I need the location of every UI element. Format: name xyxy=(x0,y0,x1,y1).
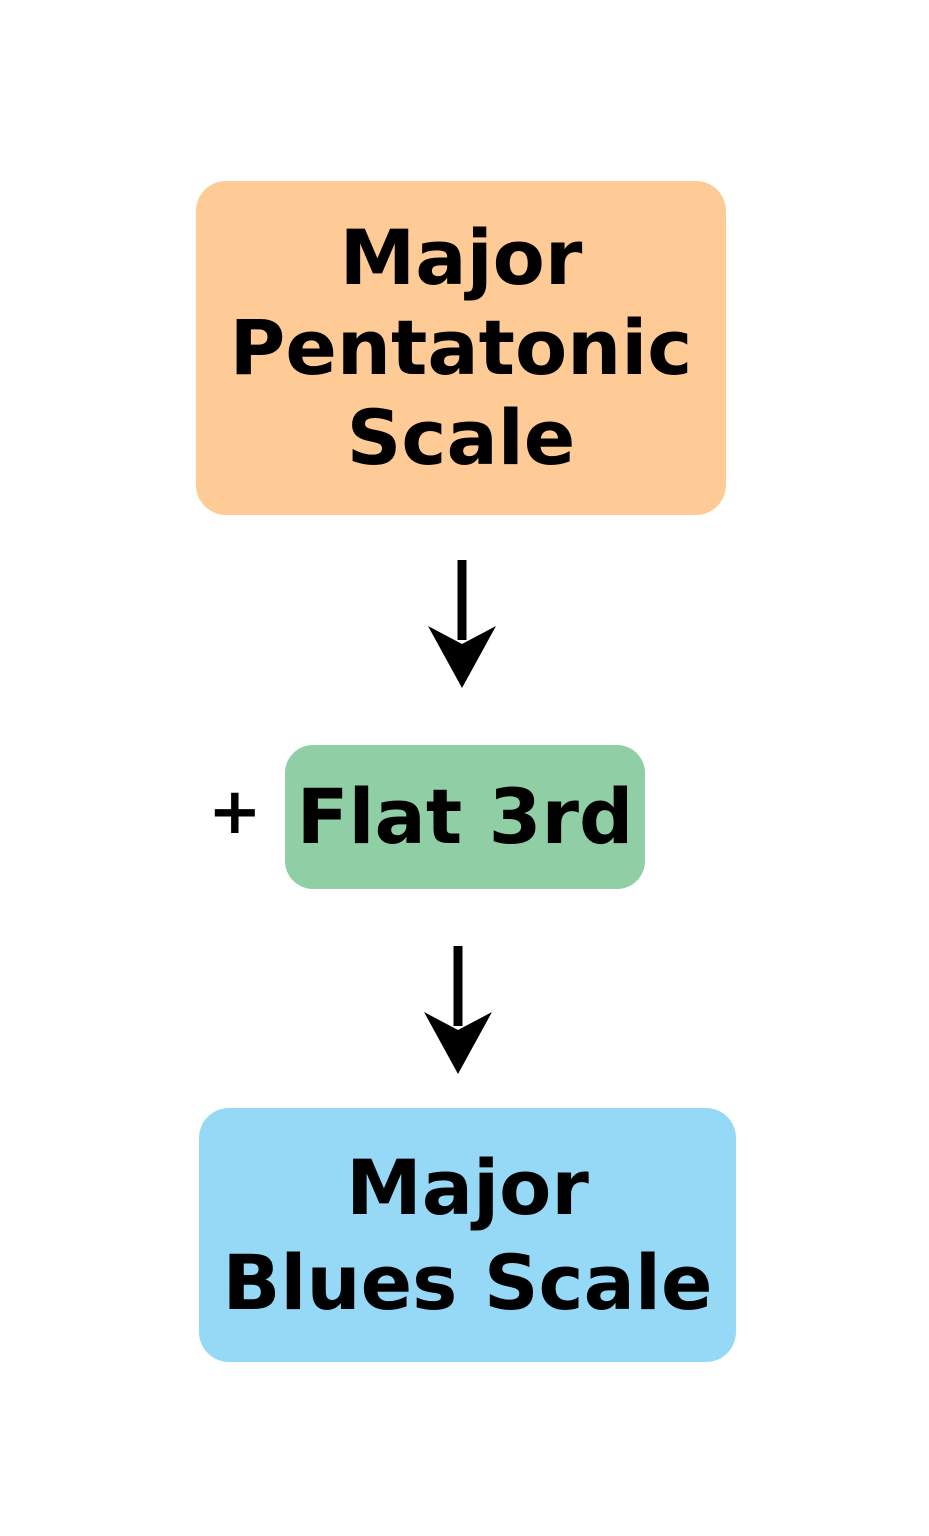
bottom-box-line-2: Blues Scale xyxy=(222,1238,713,1327)
major-blues-scale-box: Major Blues Scale xyxy=(199,1108,736,1362)
plus-sign: + xyxy=(208,775,262,849)
top-box-line-2: Pentatonic xyxy=(229,303,693,393)
flat-3rd-box: Flat 3rd xyxy=(285,745,645,889)
down-arrow-icon xyxy=(424,946,492,1074)
top-box-line-1: Major xyxy=(339,213,583,303)
middle-box-line-1: Flat 3rd xyxy=(296,772,634,862)
major-pentatonic-scale-box: Major Pentatonic Scale xyxy=(196,181,726,515)
bottom-box-line-1: Major xyxy=(346,1143,589,1232)
top-box-line-3: Scale xyxy=(346,392,576,482)
down-arrow-icon xyxy=(428,560,496,688)
